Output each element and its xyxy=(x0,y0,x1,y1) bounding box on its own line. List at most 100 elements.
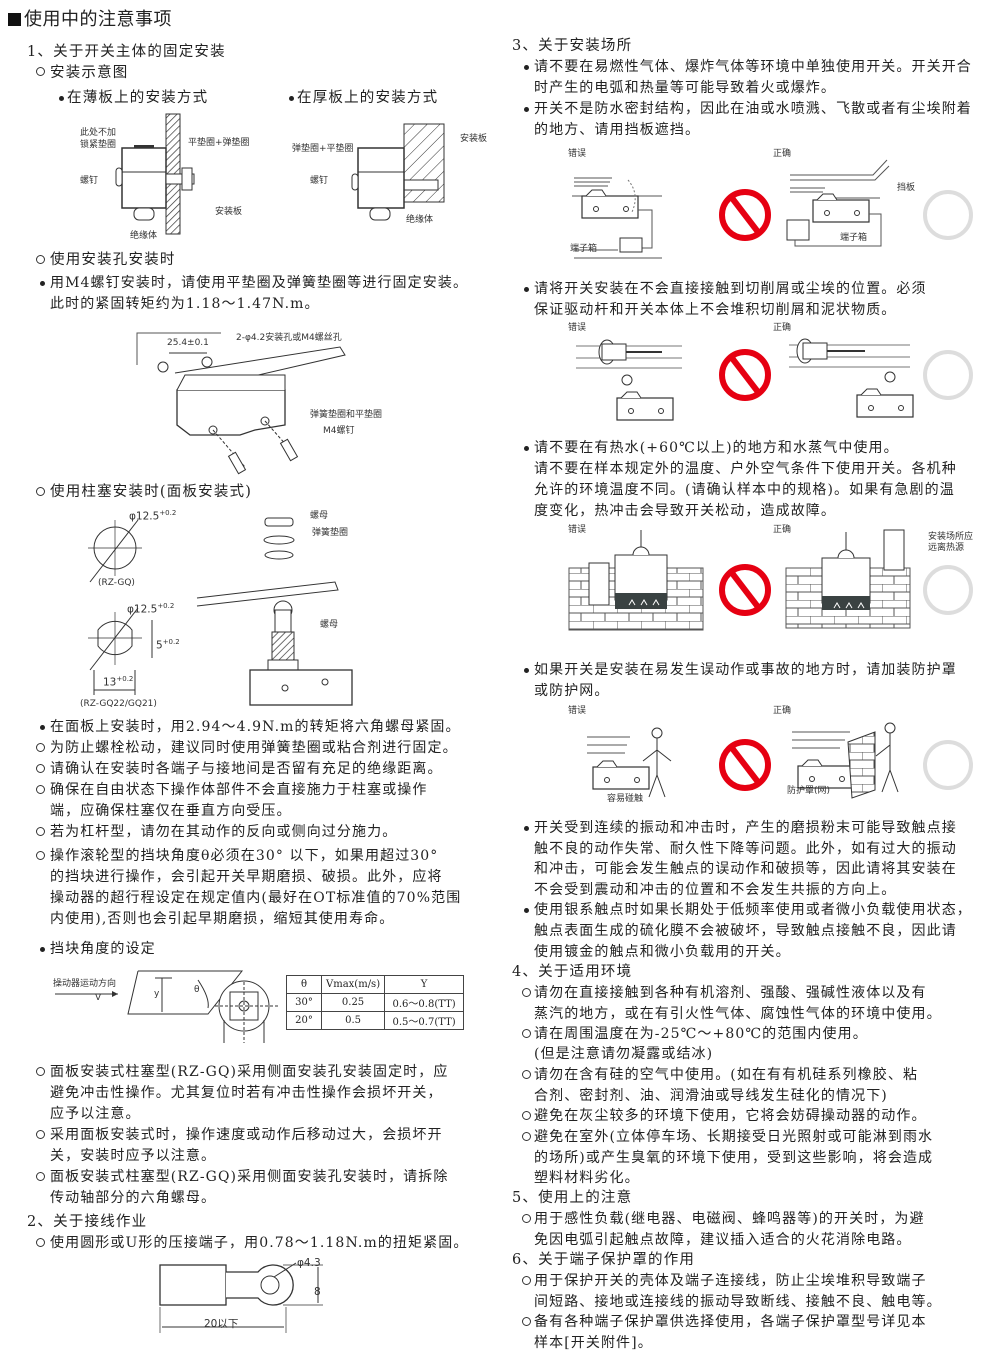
dot-bullet-icon xyxy=(524,287,529,292)
text-line: 面板安装式柱塞型(RZ-GQ)采用侧面安装孔安装固定时，应 xyxy=(50,1064,449,1080)
text-line: 请不要在样本规定外的温度、户外空气条件下使用开关。各机种 xyxy=(534,461,957,477)
cell: 0.25 xyxy=(320,993,386,1012)
flat-value: 5 xyxy=(156,639,163,652)
text-line: 此时的紧固转矩约为1.18～1.47N.m。 xyxy=(50,296,320,312)
text-line: 请不要在有热水(+60℃以上)的地方和水蒸气中使用。 xyxy=(534,440,899,456)
text-line: 请不要在易燃性气体、爆炸气体等环境中单独使用开关。开关开合 xyxy=(534,59,972,75)
dot-bullet-icon xyxy=(59,96,64,101)
label-holes: 2-φ4.2安装孔或M4螺丝孔 xyxy=(236,333,342,343)
label-nut-2: 螺母 xyxy=(320,620,339,630)
label-washers-2: 弹簧垫圈和平垫圈 xyxy=(310,410,383,420)
section-3-heading: 3、关于安装场所 xyxy=(512,38,633,54)
text-line: 操作滚轮型的挡块角度θ必须在30° 以下，如果用超过30° xyxy=(50,848,439,864)
circle-bullet-icon xyxy=(36,851,45,860)
circle-bullet-icon xyxy=(522,1214,531,1223)
ok-circle-icon xyxy=(923,350,973,400)
text-line: 合剂、密封剂、油、润滑油或导线发生硅化的情况下) xyxy=(534,1088,888,1104)
circle-bullet-icon xyxy=(522,1317,531,1326)
text-line: 触点表面生成的硫化膜不会被破坏，导致触点接触不良，因此请 xyxy=(534,923,957,939)
width-value: 13 xyxy=(103,676,117,689)
label-terminal-box: 端子箱 xyxy=(570,244,598,254)
label-easy-touch: 容易碰触 xyxy=(607,794,644,804)
circle-bullet-icon xyxy=(522,1070,531,1079)
label-pitch: 25.4±0.1 xyxy=(167,338,209,348)
section-2-heading: 2、关于接线作业 xyxy=(27,1214,148,1230)
circle-bullet-icon xyxy=(36,487,45,496)
circle-bullet-icon xyxy=(36,1238,45,1247)
page-title-text: 使用中的注意事项 xyxy=(24,9,172,30)
chips-right-diagram xyxy=(789,338,914,418)
crimp-terminal-diagram xyxy=(159,1262,323,1333)
dot-bullet-icon xyxy=(524,446,529,451)
text-line: 和冲击，可能会发生触点的误动作和破损等，因此请将其安装在 xyxy=(534,861,957,877)
text-line: 避免冲击性操作。尤其复位时若有冲击性操作会损坏开关， xyxy=(50,1085,443,1101)
diagram-heading: 安装示意图 xyxy=(50,65,129,81)
label-theta: θ xyxy=(194,985,200,995)
text-line: 的地方、请用挡板遮挡。 xyxy=(534,122,701,138)
tolerance: +0.2 xyxy=(157,602,175,610)
text-line: 免因电弧引起触点故障，建议插入适合的火花消除电路。 xyxy=(534,1232,912,1248)
text-line: 传动轴部分的六角螺母。 xyxy=(50,1190,217,1206)
splash-right-diagram xyxy=(786,159,890,247)
circle-bullet-icon xyxy=(36,67,45,76)
text-line: 间短路、接地或连接线的振动导致断线、接触不良、触电等。 xyxy=(534,1294,942,1310)
label-diameter: φ12.5+0.2 xyxy=(129,507,176,523)
dog-angle-diagram xyxy=(55,970,278,1043)
text-line: 请确认在安装时各端子与接地间是否留有充足的绝缘距离。 xyxy=(50,761,443,777)
circle-bullet-icon xyxy=(36,785,45,794)
prohibition-sign-icon xyxy=(745,375,746,376)
wrong-label: 错误 xyxy=(568,525,587,535)
dot-bullet-icon xyxy=(524,668,529,673)
header-vmax: Vmax(m/s) xyxy=(320,975,386,994)
text-line: 避免在灰尘较多的环境下使用，它将会妨碍操动器的动作。 xyxy=(534,1108,927,1124)
text-line: 样本[开关附件]。 xyxy=(534,1335,653,1351)
text-line: 请将开关安装在不会直接接触到切削屑或尘埃的位置。必须 xyxy=(534,281,927,297)
text-line: 面板安装式柱塞型(RZ-GQ)采用侧面安装孔安装时，请拆除 xyxy=(50,1169,449,1185)
guard-wrong-diagram xyxy=(587,727,672,798)
cell: 30° xyxy=(286,993,322,1012)
label-insulator-thick: 绝缘体 xyxy=(406,215,434,225)
hole-mount-diagram xyxy=(136,332,346,475)
dot-bullet-icon xyxy=(524,107,529,112)
label-nut: 螺母 xyxy=(310,511,329,521)
circle-bullet-icon xyxy=(522,1029,531,1038)
heat-wrong-diagram xyxy=(568,530,704,631)
ok-circle-icon xyxy=(923,565,973,615)
text-line: 在面板上安装时，用2.94～4.9N.m的转矩将六角螺母紧固。 xyxy=(50,719,461,735)
label-terminal-box-2: 端子箱 xyxy=(840,233,868,243)
section-4-heading: 4、关于适用环境 xyxy=(512,964,633,980)
circle-bullet-icon xyxy=(36,1067,45,1076)
section-1-heading: 1、关于开关主体的固定安装 xyxy=(27,44,226,60)
label-insulator: 绝缘体 xyxy=(130,231,158,241)
text-line: 或防护网。 xyxy=(534,683,610,699)
tolerance: +0.2 xyxy=(159,509,177,517)
right-label: 正确 xyxy=(773,149,792,159)
label-washers: 平垫圈+弹垫圈 xyxy=(188,138,250,148)
text-line: (但是注意请勿凝露或结冰) xyxy=(534,1046,714,1062)
text-line: 允许的环境温度不同。(请确认样本中的规格)。如果有急剧的温 xyxy=(534,482,955,498)
plunger-mount-heading: 使用柱塞安装时(面板安装式) xyxy=(50,484,253,500)
prohibition-sign-icon xyxy=(745,590,746,591)
section-5-heading: 5、使用上的注意 xyxy=(512,1190,633,1206)
chips-wrong-diagram xyxy=(576,339,682,421)
text-line: 保证驱动杆和开关本体上不会堆积切削屑和泥状物质。 xyxy=(534,302,897,318)
circle-bullet-icon xyxy=(36,764,45,773)
page-title: 使用中的注意事项 xyxy=(8,8,172,32)
plunger-switch-diagram xyxy=(196,517,353,706)
guard-right-diagram xyxy=(792,722,899,799)
text-line: 应予以注意。 xyxy=(50,1106,141,1122)
ok-circle-icon xyxy=(923,190,973,240)
circle-bullet-icon xyxy=(36,1172,45,1181)
hole-mount-heading: 使用安装孔安装时 xyxy=(50,252,176,268)
thick-plate-heading: 在厚板上的安装方式 xyxy=(297,90,439,106)
label-plate-thick: 安装板 xyxy=(460,134,488,144)
header-y: Y xyxy=(384,975,465,994)
text-line: 不会受到震动和冲击的位置和不会发生共振的方向上。 xyxy=(534,882,897,898)
circle-bullet-icon xyxy=(36,827,45,836)
dot-bullet-icon xyxy=(40,281,45,286)
label-diameter-2: φ12.5+0.2 xyxy=(127,600,174,616)
cell: 0.6～0.8(TT) xyxy=(384,993,465,1012)
circle-bullet-icon xyxy=(36,255,45,264)
